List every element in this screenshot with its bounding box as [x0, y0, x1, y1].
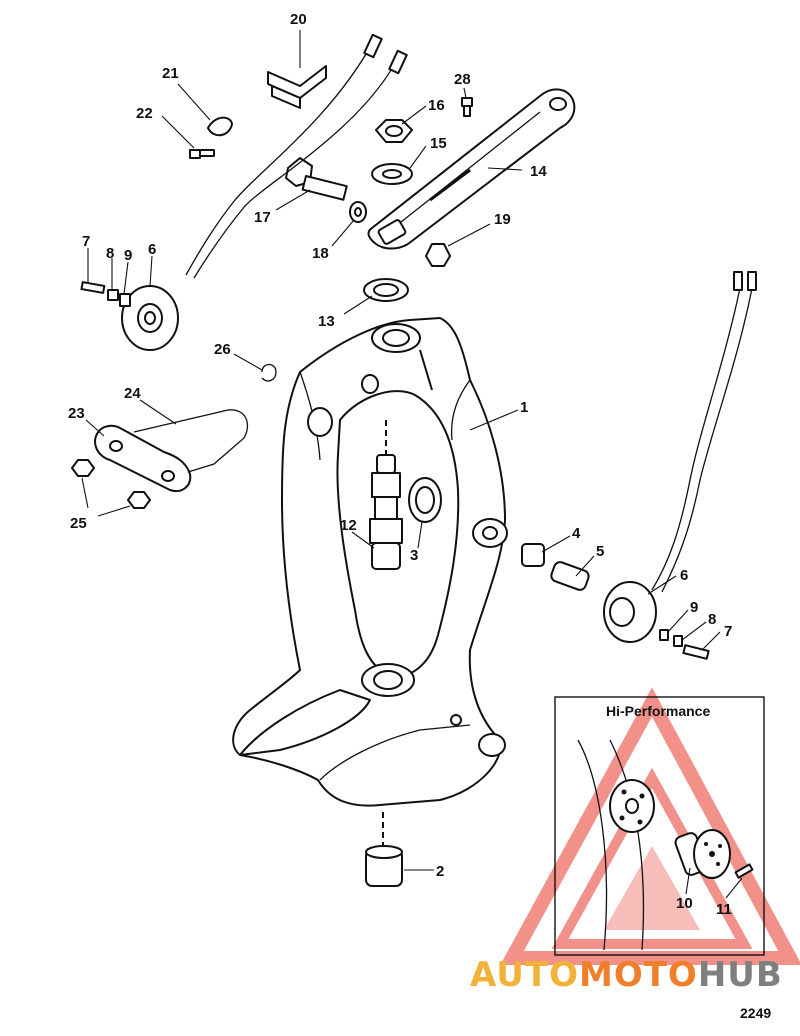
retaining-clip-part-20 [267, 65, 327, 109]
hi-performance-inset [554, 696, 765, 956]
callout-labels: 1 2 3 4 5 6 6 7 7 8 8 9 9 10 11 12 13 14… [68, 11, 771, 1021]
callout-1: 1 [520, 399, 528, 416]
callout-2: 2 [436, 863, 444, 880]
callout-22: 22 [136, 105, 153, 122]
locknut-part-16 [375, 119, 413, 143]
screw-part-28 [461, 97, 473, 117]
trim-sender-right-assembly [521, 271, 757, 660]
callout-16: 16 [428, 97, 445, 114]
callout-28: 28 [454, 71, 471, 88]
callout-8-upper: 8 [106, 245, 114, 262]
callout-15: 15 [430, 135, 447, 152]
callout-10: 10 [676, 895, 693, 912]
inset-title: Hi-Performance [606, 703, 710, 719]
swivel-bracket-part-1 [232, 317, 508, 807]
callout-26: 26 [214, 341, 231, 358]
callout-20: 20 [290, 11, 307, 28]
washer-part-18 [349, 201, 367, 223]
nut-part-19 [425, 243, 451, 267]
callout-19: 19 [494, 211, 511, 228]
callout-4: 4 [572, 525, 581, 542]
watermark-triangle-logo [500, 687, 800, 965]
callout-12: 12 [340, 517, 357, 534]
callout-9-right: 9 [690, 599, 698, 616]
callout-17: 17 [254, 209, 271, 226]
callout-14: 14 [530, 163, 547, 180]
u-bolt-part-24 [133, 409, 249, 473]
callout-6-right: 6 [680, 567, 688, 584]
callout-18: 18 [312, 245, 329, 262]
callout-7-right: 7 [724, 623, 732, 640]
washer-part-3 [408, 477, 442, 523]
callout-23: 23 [68, 405, 85, 422]
watermark-brand-word: AUTOMOTOHUB [470, 955, 783, 995]
callout-25: 25 [70, 515, 87, 532]
retaining-ring-part-26 [261, 363, 277, 382]
bushing-part-2 [365, 812, 403, 887]
figure-number: 2249 [740, 1005, 771, 1021]
callout-8-right: 8 [708, 611, 716, 628]
callout-24: 24 [124, 385, 141, 402]
watermark-brand-text: AUTOMOTOHUB [470, 955, 783, 995]
bracket-plate-part-23 [94, 424, 192, 492]
callout-9-upper: 9 [124, 247, 132, 264]
trim-sender-upper-assembly [80, 33, 408, 351]
nut-part-25 [71, 459, 151, 509]
bushing-part-13 [363, 278, 409, 302]
steering-arm-part-14 [367, 88, 576, 250]
bolt-part-17 [285, 157, 348, 201]
steering-pin-part-12 [369, 420, 403, 570]
callout-6-upper: 6 [148, 241, 156, 258]
plate-part-21 [207, 116, 233, 137]
screw-part-22 [189, 149, 215, 159]
callout-13: 13 [318, 313, 335, 330]
callout-11: 11 [716, 901, 732, 918]
washer-part-15 [371, 163, 413, 185]
leader-lines [81, 30, 721, 871]
callout-7-upper: 7 [82, 233, 90, 250]
callout-3: 3 [410, 547, 418, 564]
callout-21: 21 [162, 65, 179, 82]
callout-5: 5 [596, 543, 604, 560]
